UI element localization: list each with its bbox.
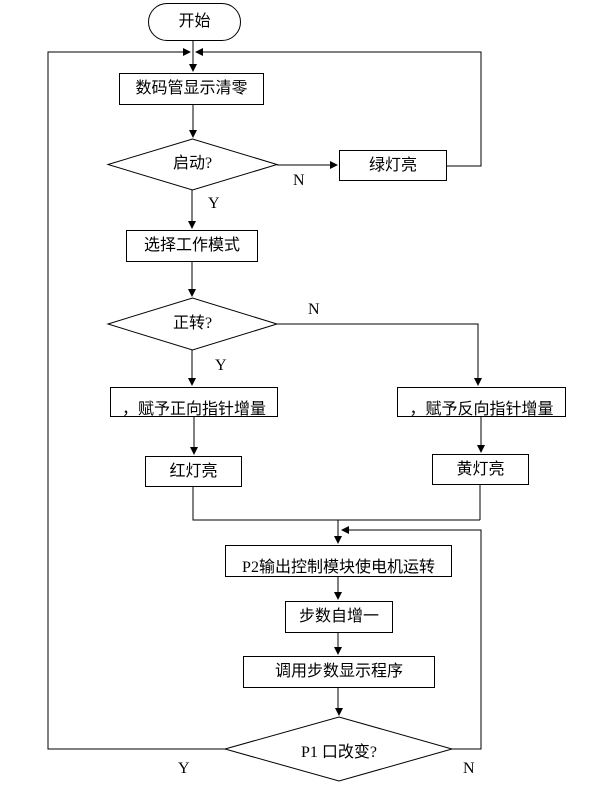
process-reverse-increment: ，赋予反向指针增量 [397, 387, 566, 417]
process-clear-display: 数码管显示清零 [119, 73, 264, 105]
branch-label-start-no: N [293, 172, 305, 189]
process-select-mode: 选择工作模式 [126, 230, 258, 262]
process-forward-increment-label: ，赋予正向指针增量 [121, 401, 266, 417]
decision-forward-label: 正转? [172, 315, 213, 332]
branch-label-p1-no: N [463, 760, 475, 777]
decision-start-label: 启动? [172, 155, 213, 172]
process-call-step-display: 调用步数显示程序 [243, 656, 435, 688]
decision-p1-change-label: P1 口改变? [300, 744, 377, 761]
branch-label-forward-no: N [308, 301, 320, 318]
branch-label-forward-yes: Y [215, 357, 227, 374]
branch-label-start-yes: Y [208, 195, 220, 212]
start-terminator: 开始 [148, 3, 241, 41]
process-step-increment: 步数自增一 [285, 601, 393, 633]
process-motor-run: P2输出控制模块使电机运转 [225, 545, 452, 577]
branch-label-p1-yes: Y [178, 760, 190, 777]
process-red-light: 红灯亮 [145, 456, 242, 487]
process-yellow-light: 黄灯亮 [432, 454, 529, 485]
process-forward-increment: ，赋予正向指针增量 [110, 387, 278, 417]
process-motor-run-label: P2输出控制模块使电机运转 [242, 559, 435, 576]
process-reverse-increment-label: ，赋予反向指针增量 [409, 401, 554, 417]
process-green-light: 绿灯亮 [339, 150, 447, 181]
